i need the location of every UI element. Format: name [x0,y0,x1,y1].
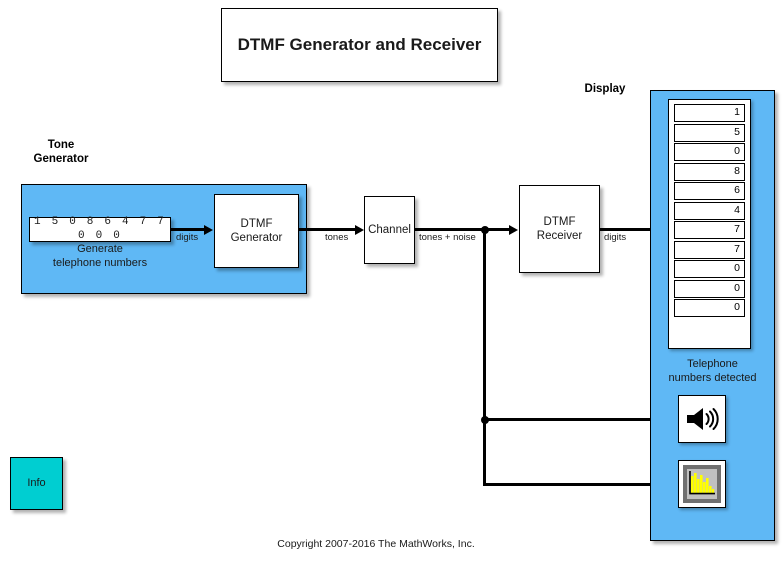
wire-trunk-vertical [483,228,486,486]
display-panel-title: Display [584,83,626,95]
wire-to-scope [483,483,671,486]
detected-digit-cell: 1 [674,104,745,122]
arrow-digits-to-generator [204,224,213,235]
detected-digit-cell: 7 [674,240,745,259]
digit-source-block[interactable]: 1 5 0 8 6 4 7 7 0 0 0 [29,216,171,242]
detected-digit-cell: 0 [674,279,745,298]
detected-digit-cell: 0 [674,260,745,278]
signal-label-tones: tones [325,232,349,243]
dtmf-generator-block[interactable]: DTMF Generator [214,194,299,268]
copyright-text: Copyright 2007-2016 The MathWorks, Inc. [277,538,475,550]
detected-digit-cell: 4 [674,201,745,220]
wire-to-speaker [483,418,671,421]
detected-digit-cell: 0 [674,143,745,161]
detected-digit-cell: 8 [674,162,745,181]
wire-tones [299,228,356,231]
digit-source-caption: Generate telephone numbers [52,243,148,270]
info-block[interactable]: Info [10,457,63,510]
signal-label-generator-digits: digits [176,232,199,243]
signal-label-receiver-digits: digits [604,232,627,243]
wire-digits-to-generator [171,228,205,231]
audio-sink-block[interactable] [678,395,726,443]
tone-generator-panel-title: Tone Generator [33,139,89,166]
spectrum-scope-block[interactable] [678,460,726,508]
wire-receiver-digits [600,228,660,231]
detected-digit-cell: 6 [674,182,745,200]
detected-digit-cell: 0 [674,299,745,317]
signal-label-tones-plus-noise: tones + noise [419,232,476,243]
title-banner: DTMF Generator and Receiver [221,8,498,82]
detected-digits-caption: Telephone numbers detected [668,358,757,385]
detected-digit-cell: 7 [674,221,745,239]
channel-block[interactable]: Channel [364,196,415,264]
arrow-tones [355,224,364,235]
arrow-tones-plus-noise-to-receiver [509,224,518,235]
speaker-icon [685,405,719,433]
spectrum-scope-icon [683,465,721,503]
dtmf-receiver-block[interactable]: DTMF Receiver [519,185,600,273]
detected-digit-cell: 5 [674,123,745,142]
wire-tones-plus-noise [415,228,510,231]
